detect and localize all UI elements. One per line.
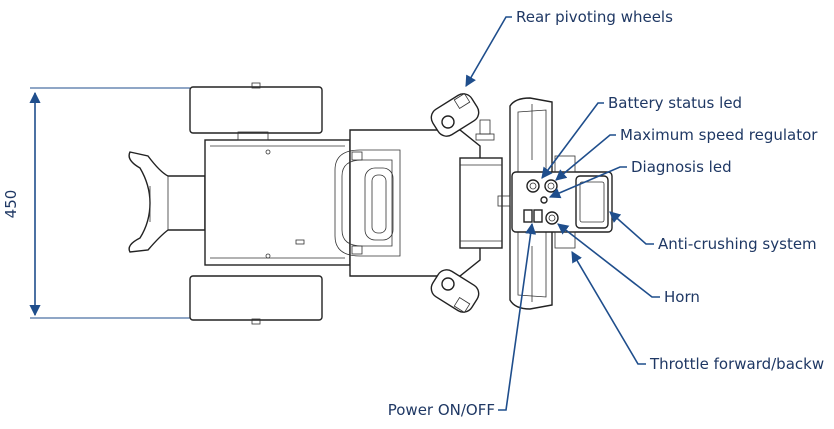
- speed-regulator-knob: [544, 179, 558, 193]
- front-wheel-top: [189, 86, 323, 134]
- rear-wheel-top: [430, 93, 480, 137]
- dimension-line: 450: [2, 87, 190, 319]
- label-anti-crushing-system: Anti-crushing system: [658, 235, 817, 253]
- label-horn: Horn: [664, 288, 700, 306]
- leader-lines: [465, 16, 660, 411]
- labels: Rear pivoting wheels Battery status led …: [388, 8, 824, 419]
- rear-wheel-bottom: [430, 269, 480, 313]
- power-switch: [523, 209, 533, 223]
- label-diagnosis-led: Diagnosis led: [631, 158, 732, 176]
- anti-crush-bumper: [575, 175, 609, 229]
- rear-handle: [128, 151, 206, 253]
- diagnosis-led-dot: [540, 196, 548, 204]
- machine-drawing: [128, 82, 613, 325]
- label-maximum-speed-regulator: Maximum speed regulator: [620, 126, 818, 144]
- chassis: [204, 139, 351, 266]
- label-power-on-off: Power ON/OFF: [388, 401, 495, 419]
- battery-led: [526, 179, 540, 193]
- dimension-value: 450: [2, 190, 20, 219]
- roller-block: [459, 157, 503, 249]
- front-wheel-bottom: [189, 275, 323, 321]
- horn-button: [545, 211, 559, 225]
- label-throttle: Throttle forward/backw: [649, 355, 824, 373]
- label-rear-pivoting-wheels: Rear pivoting wheels: [516, 8, 673, 26]
- label-battery-status-led: Battery status led: [608, 94, 742, 112]
- handle-grip: [364, 167, 394, 241]
